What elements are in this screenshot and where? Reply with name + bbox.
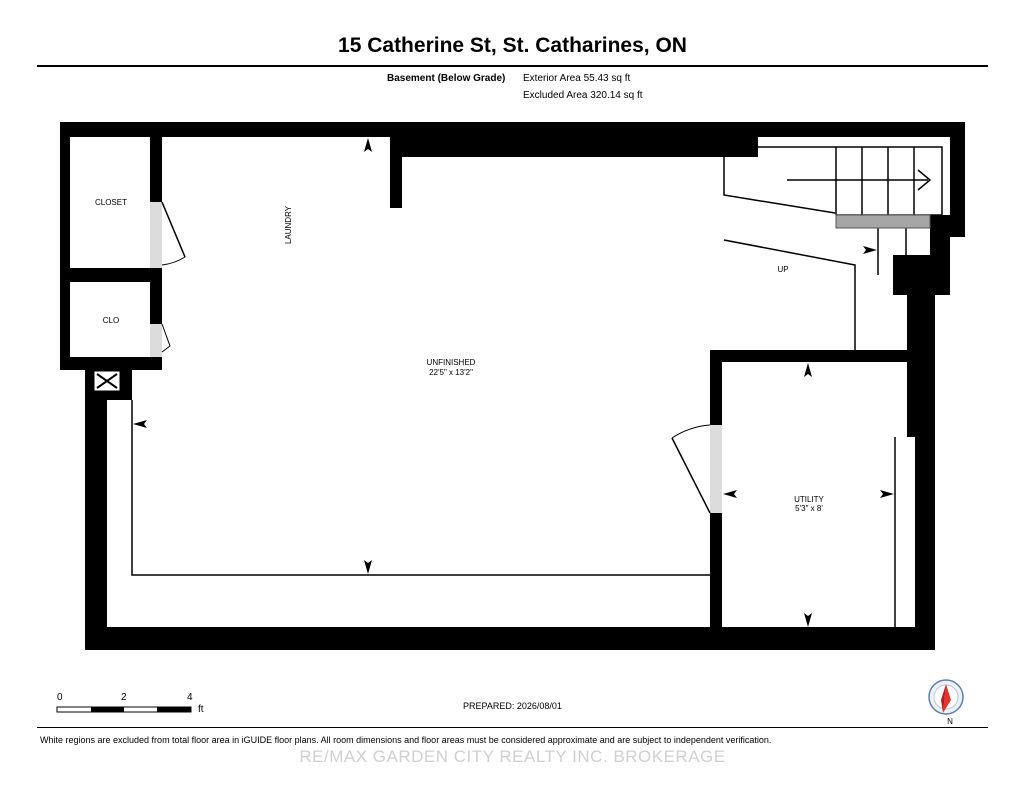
arrow-down-icon bbox=[364, 560, 372, 574]
walls bbox=[60, 122, 965, 650]
stair-arrow-icon bbox=[917, 169, 932, 191]
scale-bar bbox=[56, 706, 192, 713]
exterior-area: Exterior Area 55.43 sq ft bbox=[523, 73, 631, 84]
wall-top-inner bbox=[390, 137, 758, 157]
utility-wall-left-top bbox=[710, 350, 722, 425]
room-label-laundry: LAUNDRY bbox=[284, 205, 293, 244]
brokerage-watermark: RE/MAX GARDEN CITY REALTY INC. BROKERAGE bbox=[299, 747, 726, 766]
stairs-label: UP bbox=[777, 265, 788, 274]
room-label-clo: CLO bbox=[103, 316, 119, 325]
room-dims-utility: 5'3" x 8' bbox=[795, 504, 823, 513]
room-label-unfinished: UNFINISHED bbox=[427, 358, 476, 367]
utility-wall-left-bottom bbox=[710, 513, 722, 630]
compass-north-label: N bbox=[947, 717, 953, 726]
wall-top bbox=[60, 122, 965, 137]
arrow-right-icon bbox=[880, 490, 894, 498]
arrow-right-icon bbox=[863, 246, 877, 254]
compass-icon: N bbox=[928, 679, 964, 726]
scale-label-0: 0 bbox=[57, 692, 63, 703]
excluded-area: Excluded Area 320.14 sq ft bbox=[523, 90, 643, 101]
wall-left-upper bbox=[60, 122, 70, 370]
boundary-lines bbox=[131, 400, 896, 627]
wall-right-top bbox=[950, 122, 965, 237]
clo-door-jamb bbox=[150, 324, 162, 357]
arrow-left-icon bbox=[723, 490, 737, 498]
doors bbox=[150, 201, 722, 514]
utility-door-jamb bbox=[710, 425, 722, 513]
staircase bbox=[723, 146, 943, 350]
wall-right-mid bbox=[907, 255, 935, 437]
room-label-closet: CLOSET bbox=[95, 198, 127, 207]
scale-label-2: 2 bbox=[121, 692, 127, 703]
arrow-down-icon bbox=[804, 613, 812, 627]
wall-bottom bbox=[85, 627, 935, 650]
closet-door-jamb bbox=[150, 202, 162, 268]
clo-door-swing bbox=[161, 323, 171, 353]
level-label: Basement (Below Grade) bbox=[387, 73, 506, 84]
clo-wall-bottom bbox=[60, 357, 162, 370]
scale-label-4: 4 bbox=[187, 692, 193, 703]
page-title: 15 Catherine St, St. Catharines, ON bbox=[338, 34, 687, 57]
wall-left-lower bbox=[85, 370, 107, 650]
scale-unit: ft bbox=[198, 704, 204, 715]
arrow-up-icon bbox=[804, 363, 812, 377]
closet-door-swing bbox=[161, 256, 186, 266]
header-divider bbox=[37, 65, 988, 67]
utility-door-swing bbox=[671, 424, 711, 439]
arrow-up-icon bbox=[364, 138, 372, 152]
utility-wall-top bbox=[710, 350, 907, 362]
closet-divider bbox=[70, 268, 162, 282]
room-dims-unfinished: 22'5" x 13'2" bbox=[429, 368, 473, 377]
chase-x-icon bbox=[94, 371, 120, 391]
dimension-arrows bbox=[133, 138, 894, 627]
clo-wall-right-top bbox=[150, 282, 162, 324]
arrow-left-icon bbox=[133, 420, 147, 428]
room-label-utility: UTILITY bbox=[794, 495, 824, 504]
excluded-boundary bbox=[131, 400, 710, 576]
closet-wall-right-top bbox=[150, 137, 162, 202]
footer-divider bbox=[37, 727, 988, 728]
stair-landing bbox=[835, 214, 931, 229]
prepared-date: PREPARED: 2026/08/01 bbox=[463, 701, 562, 711]
disclaimer-text: White regions are excluded from total fl… bbox=[40, 735, 772, 745]
wall-right-lower bbox=[915, 437, 935, 650]
